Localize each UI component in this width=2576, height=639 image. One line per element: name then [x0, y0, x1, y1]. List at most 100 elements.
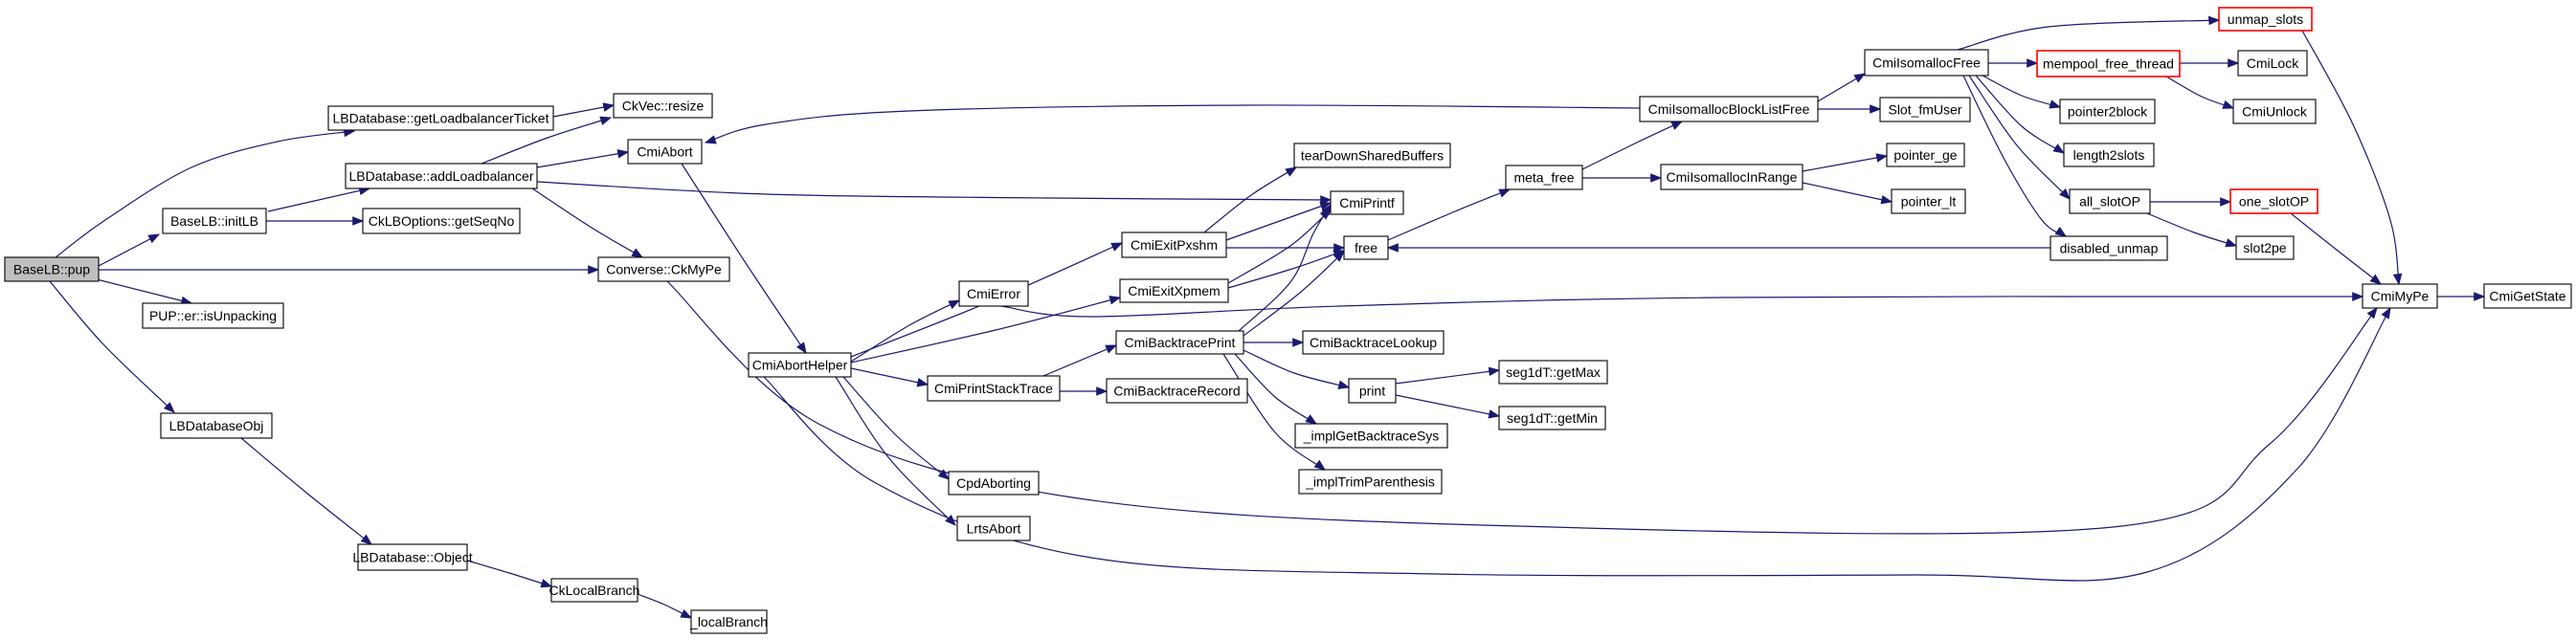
node-cmiError[interactable]: CmiError [958, 280, 1029, 307]
edge-metaFree-blockListFree [1581, 121, 1684, 170]
node-addLB[interactable]: LBDatabase::addLoadbalancer [345, 163, 538, 189]
node-exitPxshm[interactable]: CmiExitPxshm [1121, 231, 1227, 258]
node-box-printStackTrace [927, 375, 1061, 402]
node-cmiAbort[interactable]: CmiAbort [627, 139, 703, 165]
node-label-getMin: seg1dT::getMin [1507, 410, 1598, 426]
node-printStackTrace[interactable]: CmiPrintStackTrace [927, 375, 1061, 402]
node-box-resize [613, 93, 713, 119]
node-pointerGe[interactable]: pointer_ge [1886, 143, 1965, 167]
edge-isomallocFree-disabledUnmap [1962, 75, 2067, 237]
node-box-backtraceLookup [1302, 330, 1445, 355]
edge-isomallocFree-pointer2block [1982, 75, 2062, 109]
edge-backtracePrint-implGetBacktraceSys [1234, 353, 1318, 425]
node-pup[interactable]: BaseLB::pup [4, 256, 100, 282]
node-blockListFree[interactable]: CmiIsomallocBlockListFree [1639, 96, 1819, 122]
node-label-oneSlotOP: one_slotOP [2239, 194, 2309, 209]
edge-abortHelper-cmiMyPe [763, 306, 2391, 582]
node-label-cmiAbort: CmiAbort [637, 144, 692, 160]
node-abortHelper[interactable]: CmiAbortHelper [748, 352, 852, 378]
node-box-pointer2block [2059, 99, 2156, 124]
node-isUnpacking[interactable]: PUP::er::isUnpacking [142, 302, 284, 329]
node-getMin[interactable]: seg1dT::getMin [1498, 406, 1606, 430]
node-oneSlotOP[interactable]: one_slotOP [2229, 188, 2318, 214]
node-label-cpdAborting: CpdAborting [956, 475, 1031, 491]
node-disabledUnmap[interactable]: disabled_unmap [2050, 235, 2168, 261]
node-cpdAborting[interactable]: CpdAborting [948, 471, 1040, 496]
node-label-mempoolFreeThread: mempool_free_thread [2043, 56, 2174, 72]
node-metaFree[interactable]: meta_free [1505, 165, 1583, 190]
node-slotFmUser[interactable]: Slot_fmUser [1879, 97, 1971, 122]
node-lbdbObj[interactable]: LBDatabaseObj [160, 412, 273, 439]
node-box-isomallocFree [1864, 49, 1989, 77]
edge-getTicket-resize [552, 102, 616, 118]
edge-ckLocalBranch-localBranch [637, 593, 693, 619]
edge-print-getMin [1395, 394, 1501, 419]
node-label-metaFree: meta_free [1513, 170, 1574, 186]
node-initLB[interactable]: BaseLB::initLB [162, 208, 267, 234]
node-box-cmiAbort [627, 139, 703, 165]
node-backtraceRecord[interactable]: CmiBacktraceRecord [1106, 378, 1248, 404]
node-implGetBacktraceSys[interactable]: _implGetBacktraceSys [1294, 423, 1448, 449]
node-print[interactable]: print [1348, 378, 1397, 404]
node-getMax[interactable]: seg1dT::getMax [1498, 360, 1608, 385]
node-cmiPrintf[interactable]: CmiPrintf [1330, 190, 1404, 215]
node-lrtsAbort[interactable]: LrtsAbort [956, 516, 1031, 541]
node-label-ckLocalBranch: CkLocalBranch [549, 583, 640, 598]
node-inRange[interactable]: CmiIsomallocInRange [1660, 164, 1803, 190]
node-box-pointerGe [1886, 143, 1965, 167]
node-label-initLB: BaseLB::initLB [170, 213, 258, 229]
node-ckMyPe[interactable]: Converse::CkMyPe [597, 256, 730, 282]
node-tearDown[interactable]: tearDownSharedBuffers [1293, 143, 1451, 168]
node-exitXpmem[interactable]: CmiExitXpmem [1119, 278, 1229, 303]
node-allSlotOP[interactable]: all_slotOP [2069, 188, 2151, 214]
node-lbdbObject[interactable]: LBDatabase::Object [352, 543, 473, 571]
node-cmiUnlock[interactable]: CmiUnlock [2232, 99, 2317, 124]
node-label-backtraceRecord: CmiBacktraceRecord [1113, 384, 1240, 399]
node-box-exitPxshm [1121, 231, 1227, 258]
node-cmiGetState[interactable]: CmiGetState [2483, 283, 2572, 309]
node-isomallocFree[interactable]: CmiIsomallocFree [1864, 49, 1989, 77]
node-free[interactable]: free [1343, 235, 1389, 260]
node-label-slot2pe: slot2pe [2243, 240, 2286, 255]
node-label-pointerLt: pointer_lt [1901, 194, 1957, 209]
node-backtracePrint[interactable]: CmiBacktracePrint [1115, 330, 1244, 355]
node-label-free: free [1355, 240, 1378, 255]
node-label-lrtsAbort: LrtsAbort [967, 521, 1021, 537]
node-box-ckMyPe [597, 256, 730, 282]
node-resize[interactable]: CkVec::resize [613, 93, 713, 119]
node-length2slots[interactable]: length2slots [2063, 143, 2155, 167]
node-cmiMyPe[interactable]: CmiMyPe [2362, 283, 2438, 309]
node-getSeqNo[interactable]: CkLBOptions::getSeqNo [362, 208, 521, 234]
edge-abortHelper-cmiError [850, 299, 961, 363]
edge-addLB-cmiPrintf [536, 181, 1333, 205]
node-ckLocalBranch[interactable]: CkLocalBranch [549, 578, 640, 603]
node-unmapSlots[interactable]: unmap_slots [2218, 7, 2313, 32]
edge-inRange-pointerLt [1802, 182, 1893, 205]
node-cmiLock[interactable]: CmiLock [2237, 50, 2308, 77]
node-pointerLt[interactable]: pointer_lt [1891, 188, 1966, 214]
node-box-free [1343, 235, 1389, 260]
node-box-pointerLt [1891, 188, 1966, 214]
node-slot2pe[interactable]: slot2pe [2235, 235, 2295, 260]
node-label-slotFmUser: Slot_fmUser [1888, 102, 1961, 118]
edge-addLB-resize [481, 116, 613, 165]
node-backtraceLookup[interactable]: CmiBacktraceLookup [1302, 330, 1445, 355]
edge-print-getMax [1395, 366, 1501, 385]
node-label-exitPxshm: CmiExitPxshm [1131, 237, 1218, 253]
node-box-exitXpmem [1119, 278, 1229, 303]
node-label-print: print [1359, 384, 1385, 399]
node-box-initLB [162, 208, 267, 234]
node-label-implGetBacktraceSys: _implGetBacktraceSys [1303, 429, 1440, 444]
node-localBranch[interactable]: _localBranch [689, 609, 768, 634]
node-mempoolFreeThread[interactable]: mempool_free_thread [2036, 50, 2181, 77]
node-box-cmiMyPe [2362, 283, 2438, 309]
edge-backtracePrint-free [1243, 251, 1345, 337]
node-label-length2slots: length2slots [2073, 147, 2145, 163]
edge-backtracePrint-print [1243, 349, 1351, 389]
node-implTrimParenthesis[interactable]: _implTrimParenthesis [1298, 469, 1443, 495]
node-getTicket[interactable]: LBDatabase::getLoadbalancerTicket [327, 105, 554, 131]
node-pointer2block[interactable]: pointer2block [2059, 99, 2156, 124]
node-label-pup: BaseLB::pup [13, 262, 90, 277]
node-box-slot2pe [2235, 235, 2295, 260]
